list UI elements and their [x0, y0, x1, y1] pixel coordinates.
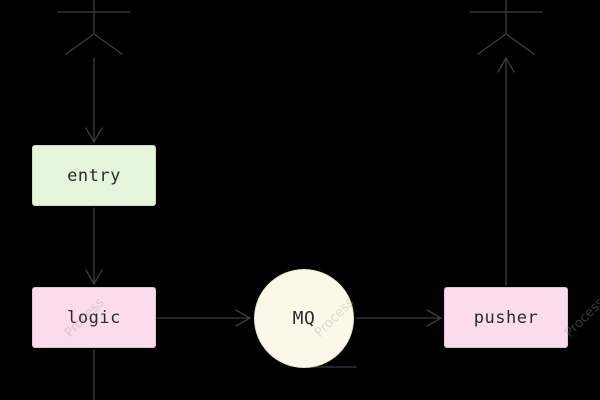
- edge-pusher-to-actor: [497, 56, 515, 286]
- pusher-node: pusher: [444, 287, 568, 348]
- actor-right-icon: [469, 0, 543, 55]
- edge-logic-to-mq: [156, 309, 252, 327]
- edge-entry-to-logic: [85, 207, 103, 286]
- entry-node: entry: [32, 145, 156, 206]
- entry-label: entry: [67, 165, 121, 186]
- logic-label: logic: [67, 307, 121, 328]
- edge-actor-to-entry: [85, 57, 103, 144]
- edge-mq-to-pusher: [355, 309, 443, 327]
- logic-node: logic: [32, 287, 156, 348]
- mq-label: MQ: [292, 308, 316, 329]
- actor-left-icon: [57, 0, 131, 55]
- pusher-label: pusher: [473, 307, 539, 328]
- mq-node: MQ: [254, 269, 354, 368]
